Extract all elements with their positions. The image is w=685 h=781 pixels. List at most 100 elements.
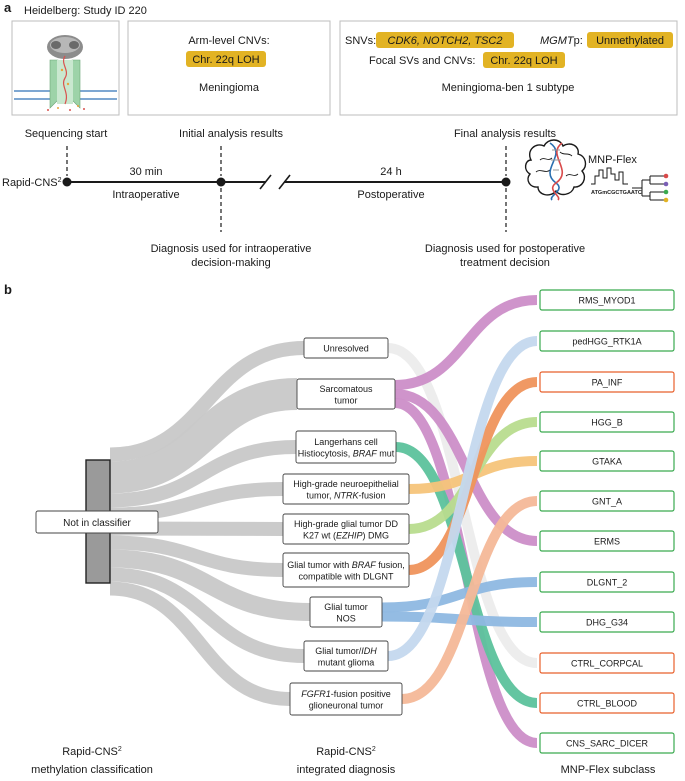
subclass-label-dhg_g34: DHG_G34	[586, 618, 628, 628]
diagnosis-node-7-line-1: mutant glioma	[318, 657, 375, 667]
footer-right: MNP-Flex subclass	[561, 764, 656, 776]
focal-tag-text: Chr. 22q LOH	[490, 55, 557, 67]
diagnosis-node-6-line-0: Glial tumor	[324, 602, 368, 612]
subclass-node-cns_sarc_dicer	[539, 732, 675, 754]
diagnosis-node-7-line-0: Glial tumor/IDH	[315, 646, 377, 656]
flow-source-to-0	[109, 341, 305, 462]
subclass-node-ctrl_blood	[539, 692, 675, 714]
subclass-label-ctrl_blood: CTRL_BLOOD	[577, 699, 638, 709]
subclass-node-gtaka	[539, 450, 675, 472]
diagnosis-node-4-line-1: K27 wt (EZHIP) DMG	[303, 530, 389, 540]
subclass-label-cns_sarc_dicer: CNS_SARC_DICER	[566, 739, 649, 749]
time-30min: 30 min	[129, 166, 162, 178]
flow-2-to-10	[395, 442, 538, 708]
diagnosis-node-2-line-0: Langerhans cell	[314, 437, 378, 447]
diagnosis-node-0-line-0: Unresolved	[323, 344, 369, 354]
subclass-node-ctrl_corpcal	[539, 652, 675, 674]
diagnosis-node-1-line-0: Sarcomatous	[319, 384, 373, 394]
rapid-cns-label: Rapid-CNS2	[2, 177, 62, 189]
diagnosis-node-7	[303, 640, 389, 672]
not-in-classifier-node	[35, 510, 159, 534]
subclass-node-erms	[539, 530, 675, 552]
subclass-node-dhg_g34	[539, 611, 675, 633]
diagnosis-node-1	[296, 378, 396, 410]
arm-level-cnvs-label: Arm-level CNVs:	[188, 35, 269, 47]
flow-source-to-8	[109, 581, 291, 706]
snvs-tag	[376, 32, 514, 48]
flow-source-to-7	[109, 567, 305, 663]
footer-mid-line1: Rapid-CNS2	[316, 746, 376, 758]
diagnosis-node-2	[295, 430, 397, 464]
initial-results-box	[127, 20, 331, 116]
flow-source-to-1	[109, 378, 298, 494]
initial-diagnosis: Meningioma	[199, 82, 260, 94]
subclass-label-pa_inf: PA_INF	[592, 378, 623, 388]
subclass-label-hgg_b: HGG_B	[591, 418, 623, 428]
not-in-classifier-label: Not in classifier	[63, 518, 131, 529]
flow-6-to-7	[381, 577, 538, 613]
chr22q-tag	[186, 51, 266, 67]
time-24h: 24 h	[380, 166, 401, 178]
diagnosis-to-subclass-flows	[381, 295, 538, 748]
snvs-label: SNVs:	[345, 35, 376, 47]
flow-1-to-0	[394, 295, 538, 390]
chr22q-tag-text: Chr. 22q LOH	[192, 54, 259, 66]
panel-b-label: b	[4, 282, 12, 297]
mgmt-tag	[587, 32, 673, 48]
methylation-profile-icon	[591, 167, 669, 203]
subclass-label-gnt_a: GNT_A	[592, 497, 622, 507]
sequencing-start-label: Sequencing start	[25, 128, 108, 140]
final-diagnosis: Meningioma-ben 1 subtype	[442, 82, 575, 94]
panel-a-label: a	[4, 0, 12, 15]
final-results-label: Final analysis results	[454, 128, 557, 140]
study-title: Heidelberg: Study ID 220	[24, 5, 147, 17]
flow-source-to-2	[109, 440, 297, 508]
subclass-label-ctrl_corpcal: CTRL_CORPCAL	[571, 659, 643, 669]
mgmt-tag-text: Unmethylated	[596, 35, 664, 47]
mnp-flex-subclass-nodes: RMS_MYOD1 pedHGG_RTK1A PA_INF HGG_B GTAKA GNT…	[539, 289, 675, 754]
diagnosis-node-8	[289, 682, 403, 716]
diagnosis-node-8-line-1: glioneuronal tumor	[309, 700, 384, 710]
diagnosis-node-4	[282, 513, 410, 545]
subclass-node-pedhgg_rtk1a	[539, 330, 675, 352]
subclass-label-gtaka: GTAKA	[592, 457, 622, 467]
diagnosis-node-3-line-0: High-grade neuroepithelial	[293, 479, 399, 489]
diagnosis-node-4-line-0: High-grade glial tumor DD	[294, 519, 399, 529]
dna-sequence: ATGmCGCTGAATC	[591, 190, 642, 196]
diagnosis-node-5-line-0: Glial tumor with BRAF fusion,	[287, 560, 405, 570]
footer-left-line2: methylation classification	[31, 764, 153, 776]
subclass-node-dlgnt_2	[539, 571, 675, 593]
diagnosis-node-2-line-1: Histiocytosis, BRAF mut	[298, 448, 395, 458]
focal-tag	[483, 52, 565, 68]
mnp-flex-label: MNP-Flex	[588, 154, 637, 166]
subclass-node-rms_myod1	[539, 289, 675, 311]
initial-results-label: Initial analysis results	[179, 128, 283, 140]
nanopore-sequencer-icon	[14, 35, 117, 111]
diagnosis-node-5	[282, 552, 410, 588]
subclass-label-rms_myod1: RMS_MYOD1	[578, 296, 635, 306]
diagnosis-node-6-line-1: NOS	[336, 613, 356, 623]
diagnosis-node-3-line-1: tumor, NTRK-fusion	[306, 490, 385, 500]
subclass-node-pa_inf	[539, 371, 675, 393]
subclass-label-erms: ERMS	[594, 537, 620, 547]
diagnosis-node-0	[303, 337, 389, 359]
flow-source-to-6	[109, 549, 311, 621]
footer-mid-line2: integrated diagnosis	[297, 764, 396, 776]
flow-7-to-1	[387, 336, 538, 661]
diagnosis-node-5-line-1: compatible with DLGNT	[298, 571, 394, 581]
mgmt-label: MGMTp:	[540, 35, 583, 47]
subclass-label-dlgnt_2: DLGNT_2	[587, 578, 628, 588]
diag-intra-line2: decision-making	[191, 257, 270, 269]
subclass-node-gnt_a	[539, 490, 675, 512]
subclass-label-pedhgg_rtk1a: pedHGG_RTK1A	[572, 337, 641, 347]
diagnosis-node-3	[282, 473, 410, 505]
brain-dna-icon	[524, 139, 587, 201]
intraoperative-label: Intraoperative	[112, 189, 179, 201]
flow-source-to-5	[109, 535, 284, 577]
subclass-node-hgg_b	[539, 411, 675, 433]
timeline	[62, 146, 511, 232]
diagnosis-node-6	[309, 596, 383, 628]
diag-post-line1: Diagnosis used for postoperative	[425, 243, 585, 255]
